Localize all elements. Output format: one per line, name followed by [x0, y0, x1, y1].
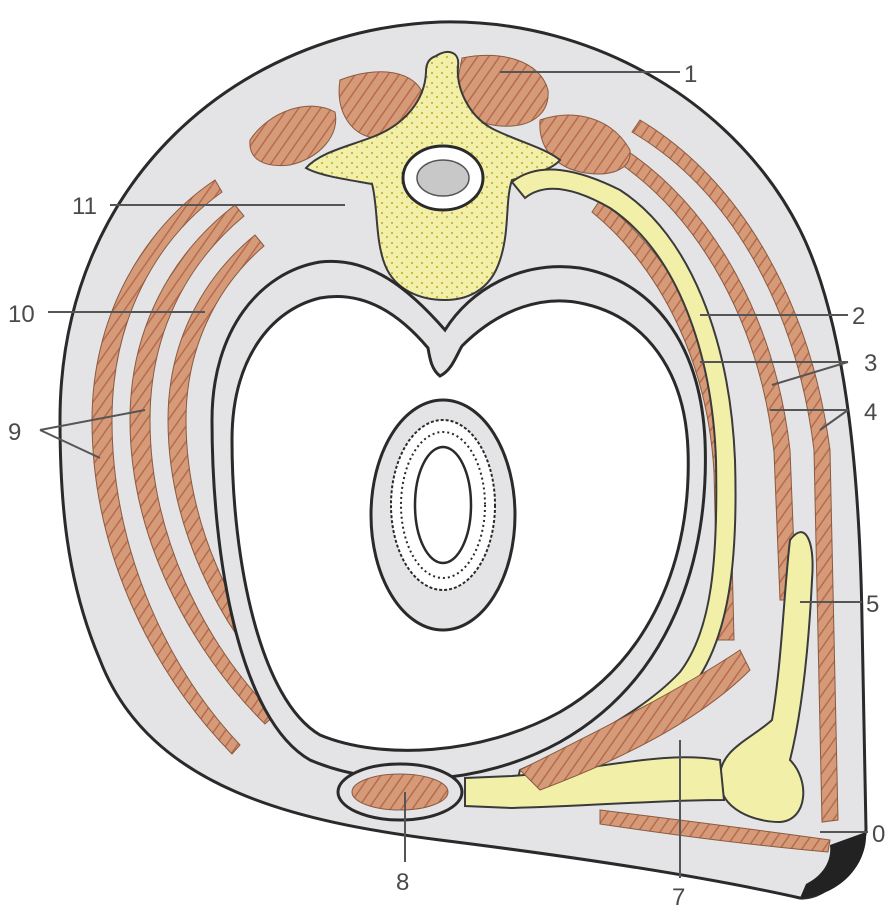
label-9: 9	[8, 419, 21, 446]
label-7: 7	[672, 884, 685, 911]
label-11: 11	[72, 193, 97, 220]
label-1: 1	[684, 61, 697, 88]
label-3: 3	[864, 350, 877, 377]
central-organ-lumen	[415, 447, 471, 563]
label-5: 5	[866, 591, 879, 618]
label-10: 10	[8, 301, 35, 328]
label-8: 8	[396, 869, 409, 896]
bottom-oval-muscle	[352, 774, 448, 810]
label-6: 0	[872, 821, 885, 848]
spinal-cord	[417, 160, 469, 196]
label-2: 2	[852, 303, 865, 330]
label-4: 4	[864, 399, 877, 426]
